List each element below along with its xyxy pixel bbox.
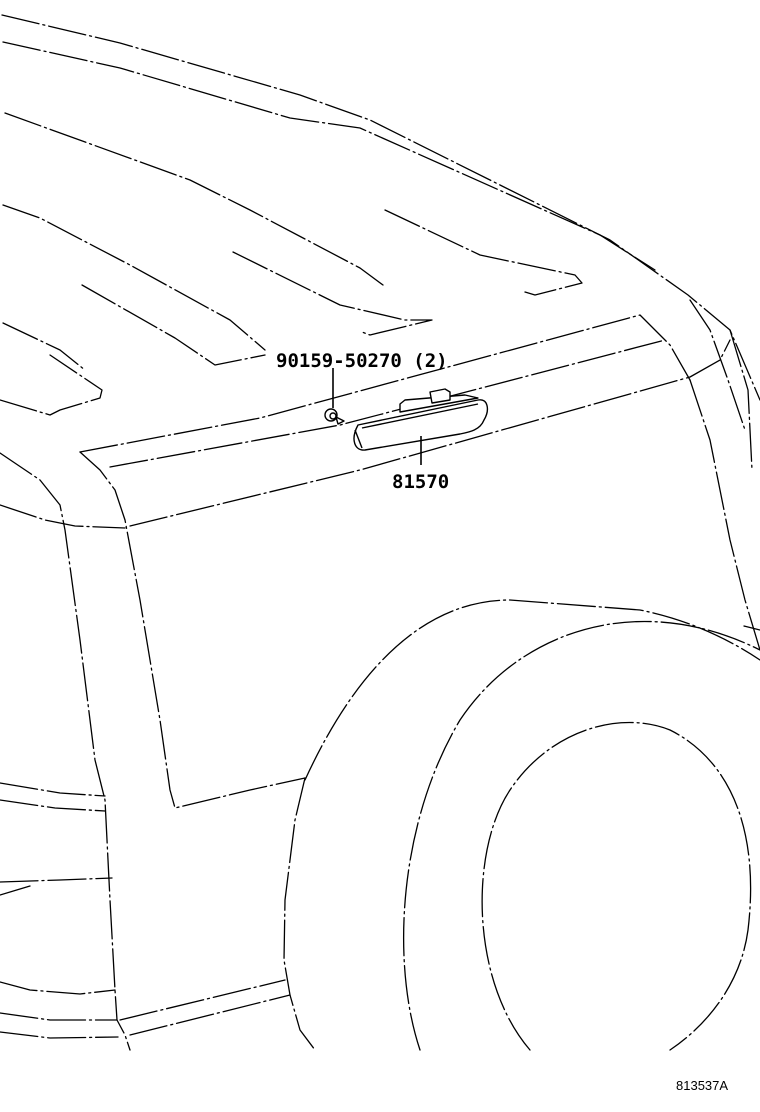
roof-rails bbox=[0, 209, 583, 416]
roof-outline bbox=[1, 14, 760, 471]
stop-lamp-part bbox=[353, 388, 489, 451]
figure-id-label: 813537A bbox=[676, 1078, 729, 1093]
back-door-panel bbox=[0, 314, 760, 1051]
wheel-arch bbox=[304, 599, 760, 1051]
screw-part bbox=[324, 408, 345, 425]
lower-body-lines bbox=[0, 777, 316, 1051]
callout-lamp-part-number: 81570 bbox=[392, 471, 450, 493]
callout-screw-part-number: 90159-50270 (2) bbox=[276, 350, 448, 372]
leader-lines bbox=[332, 368, 422, 465]
